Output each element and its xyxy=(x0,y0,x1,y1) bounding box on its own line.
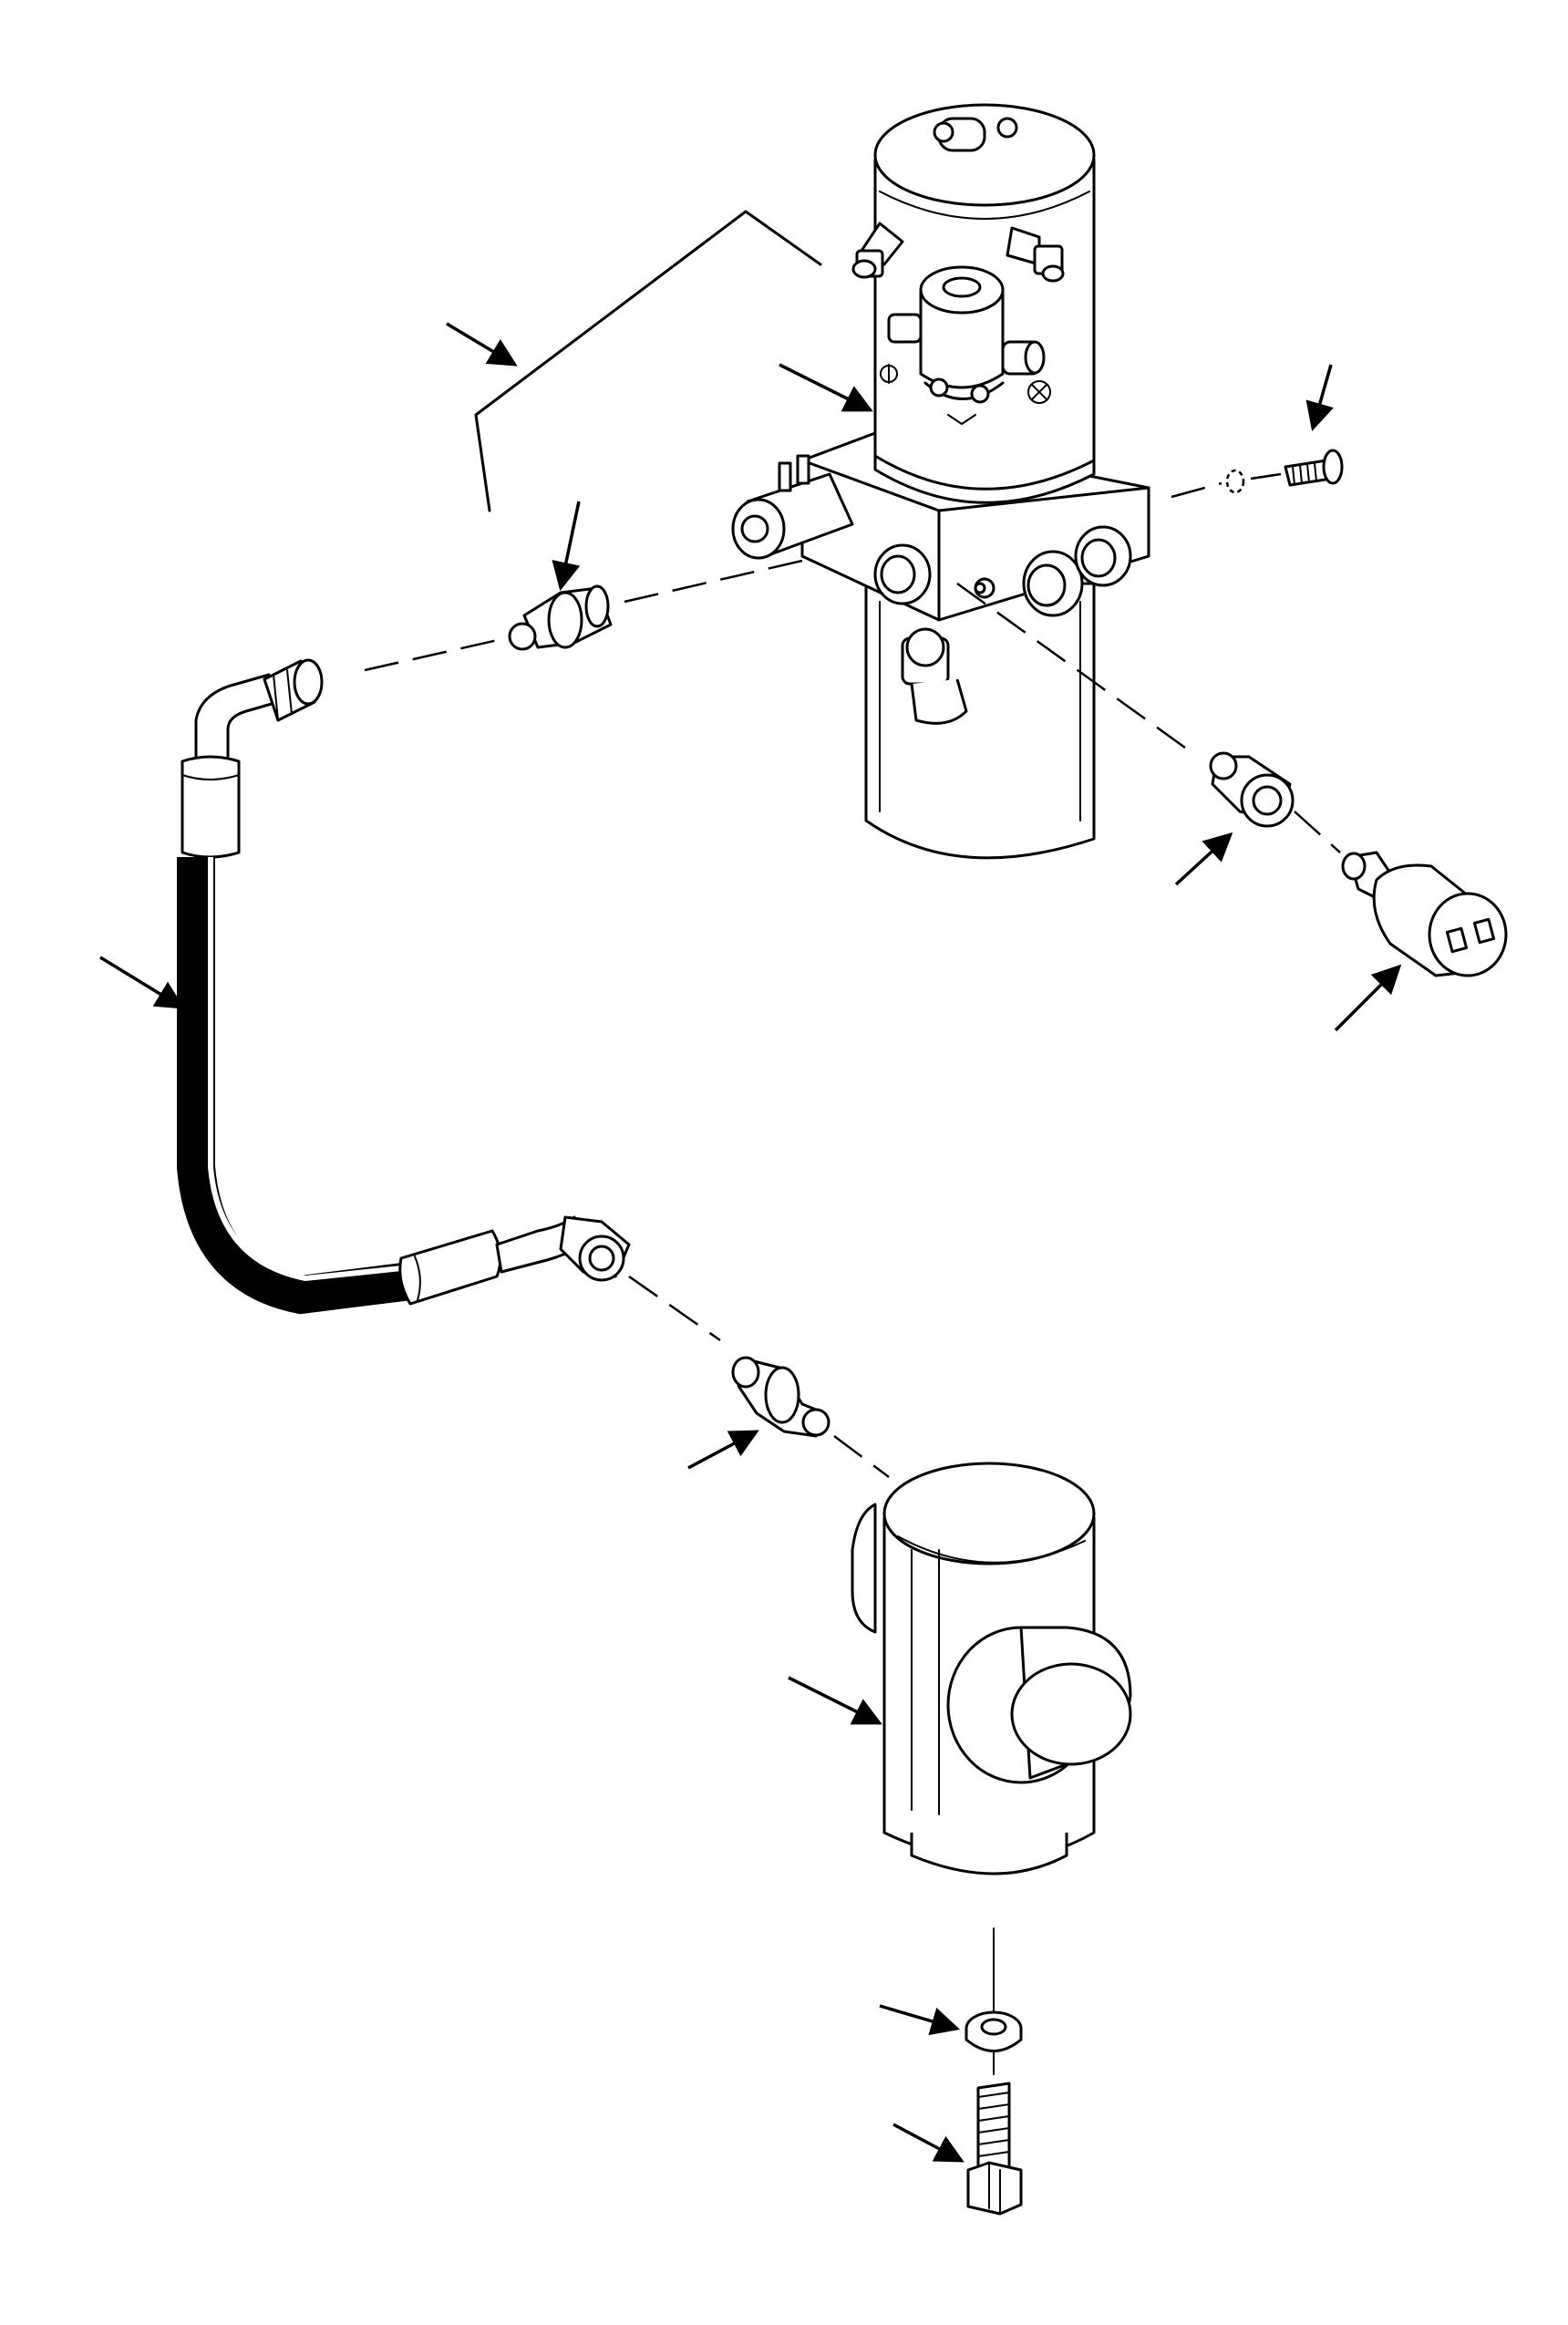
leader-oring xyxy=(1171,481,1222,499)
manifold-port-center xyxy=(1022,550,1084,617)
washer xyxy=(965,2010,1023,2052)
callout-arrow-bolt xyxy=(892,2123,965,2163)
straight-fitting-bottom xyxy=(731,1356,830,1438)
callout-arrow-valve xyxy=(788,1676,882,1725)
callout-arrows xyxy=(99,322,1402,2163)
callout-arrow-fitting-bottom xyxy=(687,1430,759,1470)
leader-fitting-top-left xyxy=(364,636,507,672)
callout-arrow-washer xyxy=(879,2004,961,2036)
reservoir-cylinder xyxy=(864,582,1096,860)
pressure-switch xyxy=(1341,851,1508,977)
manifold-port-right xyxy=(1074,525,1132,587)
motor-fitting-left xyxy=(851,222,904,279)
motor-fitting-right xyxy=(1006,226,1065,283)
solenoid-valve xyxy=(887,265,1046,426)
drain-fitting xyxy=(901,627,968,725)
leader-screw xyxy=(1250,472,1282,480)
hydraulic-power-unit xyxy=(731,103,1150,860)
callout-arrow-adapter xyxy=(1174,832,1233,886)
leader-fitting-bottom xyxy=(833,1435,890,1478)
callout-arrow-motor xyxy=(779,363,873,412)
manifold-port-left xyxy=(873,543,932,605)
callout-arrow-assembly xyxy=(446,322,518,367)
o-ring xyxy=(1225,469,1245,494)
callout-arrow-hose xyxy=(99,956,185,1009)
plug-screw xyxy=(1284,449,1344,487)
callout-arrow-switch xyxy=(1334,964,1402,1032)
leader-switch xyxy=(1294,811,1341,853)
assembly-bracket xyxy=(474,210,822,512)
pressure-switch-adapter xyxy=(1209,751,1295,828)
leader-fitting-top-right xyxy=(624,559,803,604)
straight-fitting-top xyxy=(508,584,613,651)
leader-hose-fitting xyxy=(628,1275,721,1342)
valve-body xyxy=(851,1462,1132,1876)
callout-arrow-screw xyxy=(1305,364,1334,432)
manifold-coil xyxy=(731,454,854,560)
hose-assembly xyxy=(177,658,631,1315)
cap-bolt xyxy=(966,2082,1023,2216)
callout-arrow-fitting-top xyxy=(552,501,581,592)
